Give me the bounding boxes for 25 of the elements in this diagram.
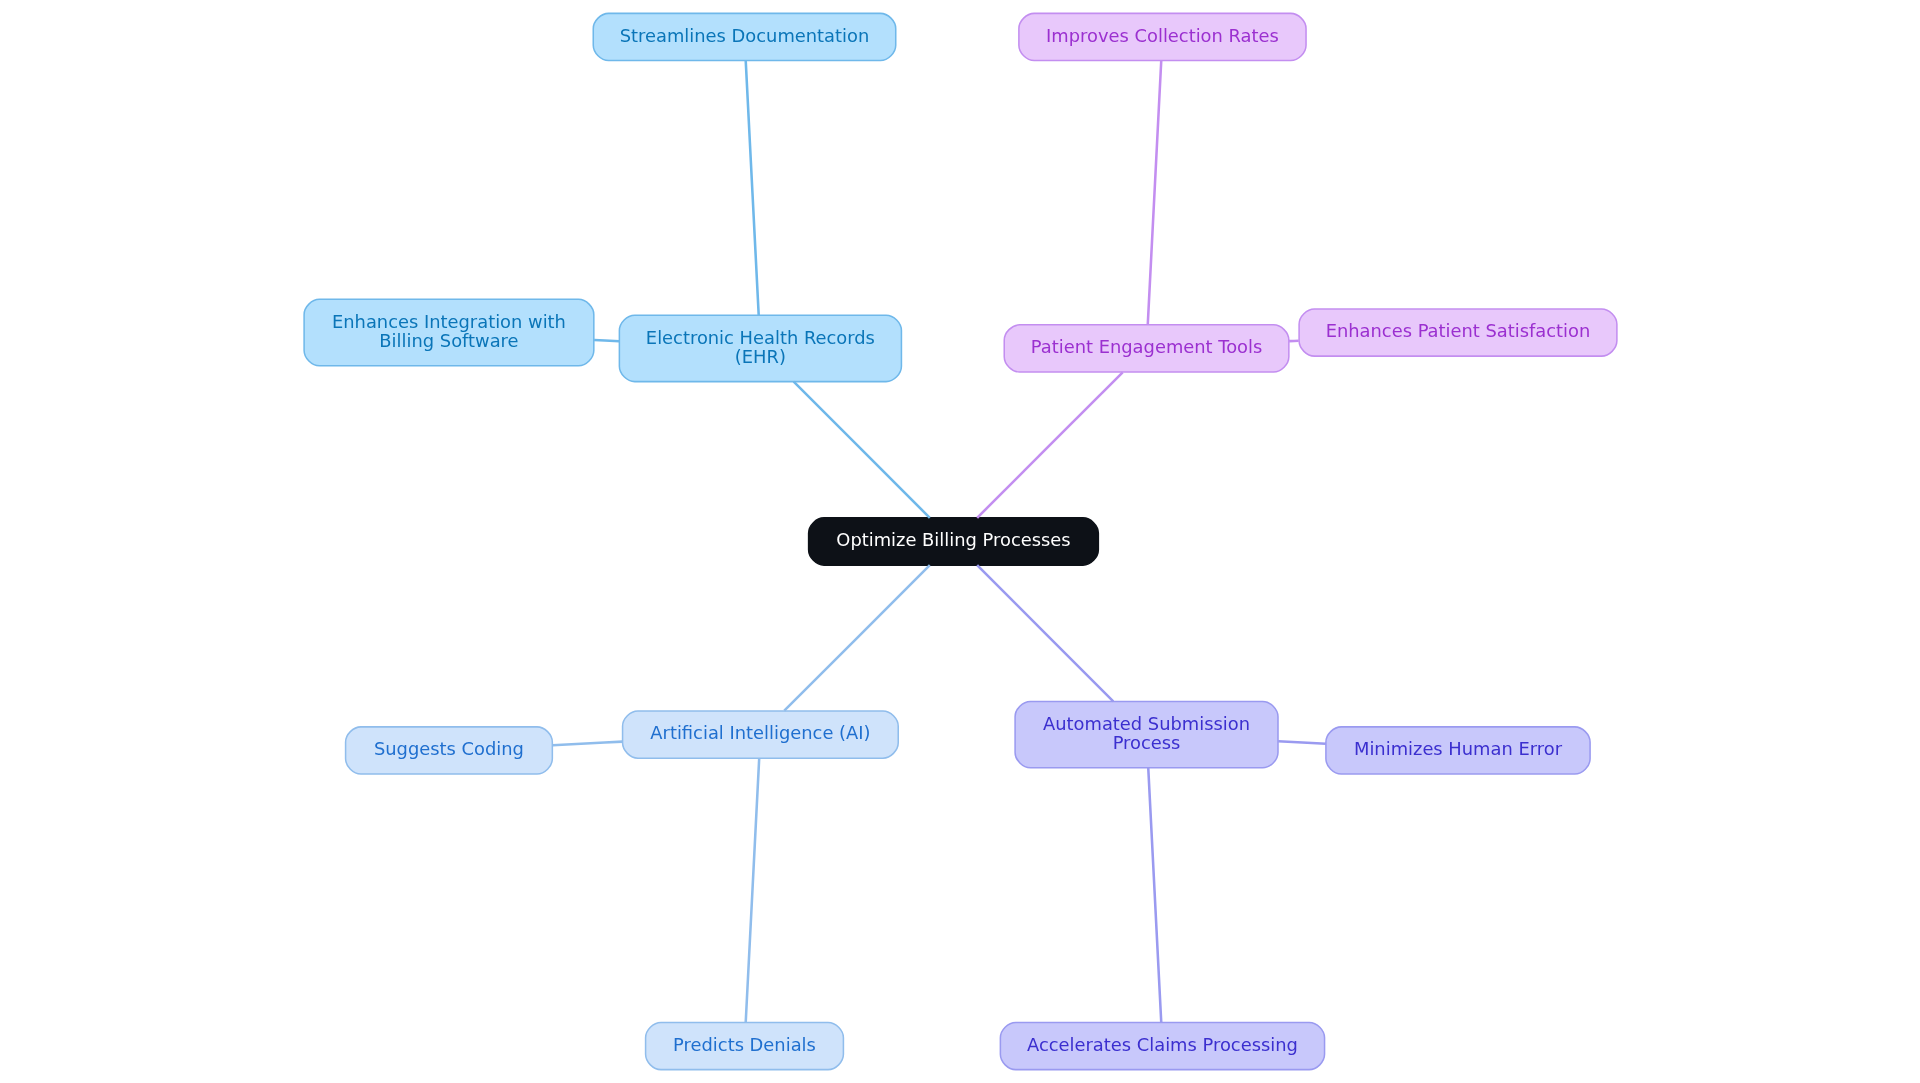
connector xyxy=(593,338,619,343)
node-box: Optimize Billing Processes xyxy=(807,517,1099,566)
node-box: Accelerates Claims Processing xyxy=(999,1021,1325,1071)
connector xyxy=(1277,740,1326,745)
node-box: Suggests Coding xyxy=(344,726,553,775)
connector xyxy=(552,740,622,747)
connector xyxy=(743,60,760,316)
node-box: Streamlines Documentation xyxy=(592,12,896,62)
node-box: Enhances Integration with Billing Software xyxy=(302,298,595,367)
connector xyxy=(743,758,760,1023)
node-box: Enhances Patient Satisfaction xyxy=(1297,308,1618,357)
node-box: Artificial Intelligence (AI) xyxy=(621,710,899,759)
node-box: Patient Engagement Tools xyxy=(1002,324,1290,373)
node-box: Automated Submission Process xyxy=(1013,700,1279,769)
connector xyxy=(782,564,931,712)
node-box: Minimizes Human Error xyxy=(1324,726,1591,775)
node-box: Electronic Health Records (EHR) xyxy=(618,314,902,383)
node-box: Predicts Denials xyxy=(644,1021,844,1071)
connector xyxy=(1146,767,1162,1023)
connector xyxy=(1146,60,1162,325)
connector xyxy=(792,380,931,519)
connector xyxy=(975,564,1114,703)
connector xyxy=(1288,339,1299,343)
connector xyxy=(975,371,1124,519)
node-box: Improves Collection Rates xyxy=(1017,12,1307,62)
